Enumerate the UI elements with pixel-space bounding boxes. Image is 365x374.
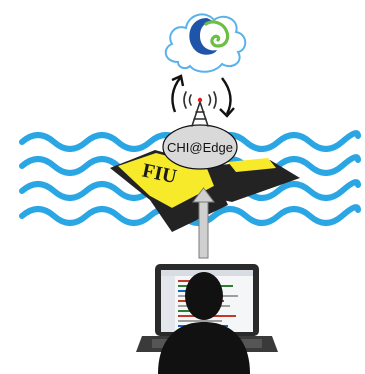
arrow-down-head [219, 107, 235, 118]
uplink-arrow-shaft [198, 199, 209, 259]
user-head [185, 272, 223, 320]
cloud [164, 13, 247, 73]
cloud-link-arrows [171, 74, 235, 118]
screen-sidebar [161, 276, 175, 332]
uplink-arrow [192, 187, 215, 259]
edge-node-ellipse [162, 124, 238, 170]
arrow-down-curve [221, 77, 232, 115]
edge-node: CHI@Edge [162, 124, 238, 170]
edge-node-label: CHI@Edge [167, 140, 233, 155]
uplink-arrow-head [192, 187, 215, 203]
boat-hull-right-yellow [228, 158, 276, 172]
user-icon [158, 272, 250, 374]
chameleon-logo-icon [189, 18, 230, 55]
arrow-up-curve [171, 77, 181, 113]
arrow-up-head [171, 74, 185, 87]
antenna-icon [183, 91, 217, 127]
user-body [158, 322, 250, 374]
wave-4 [19, 204, 361, 226]
